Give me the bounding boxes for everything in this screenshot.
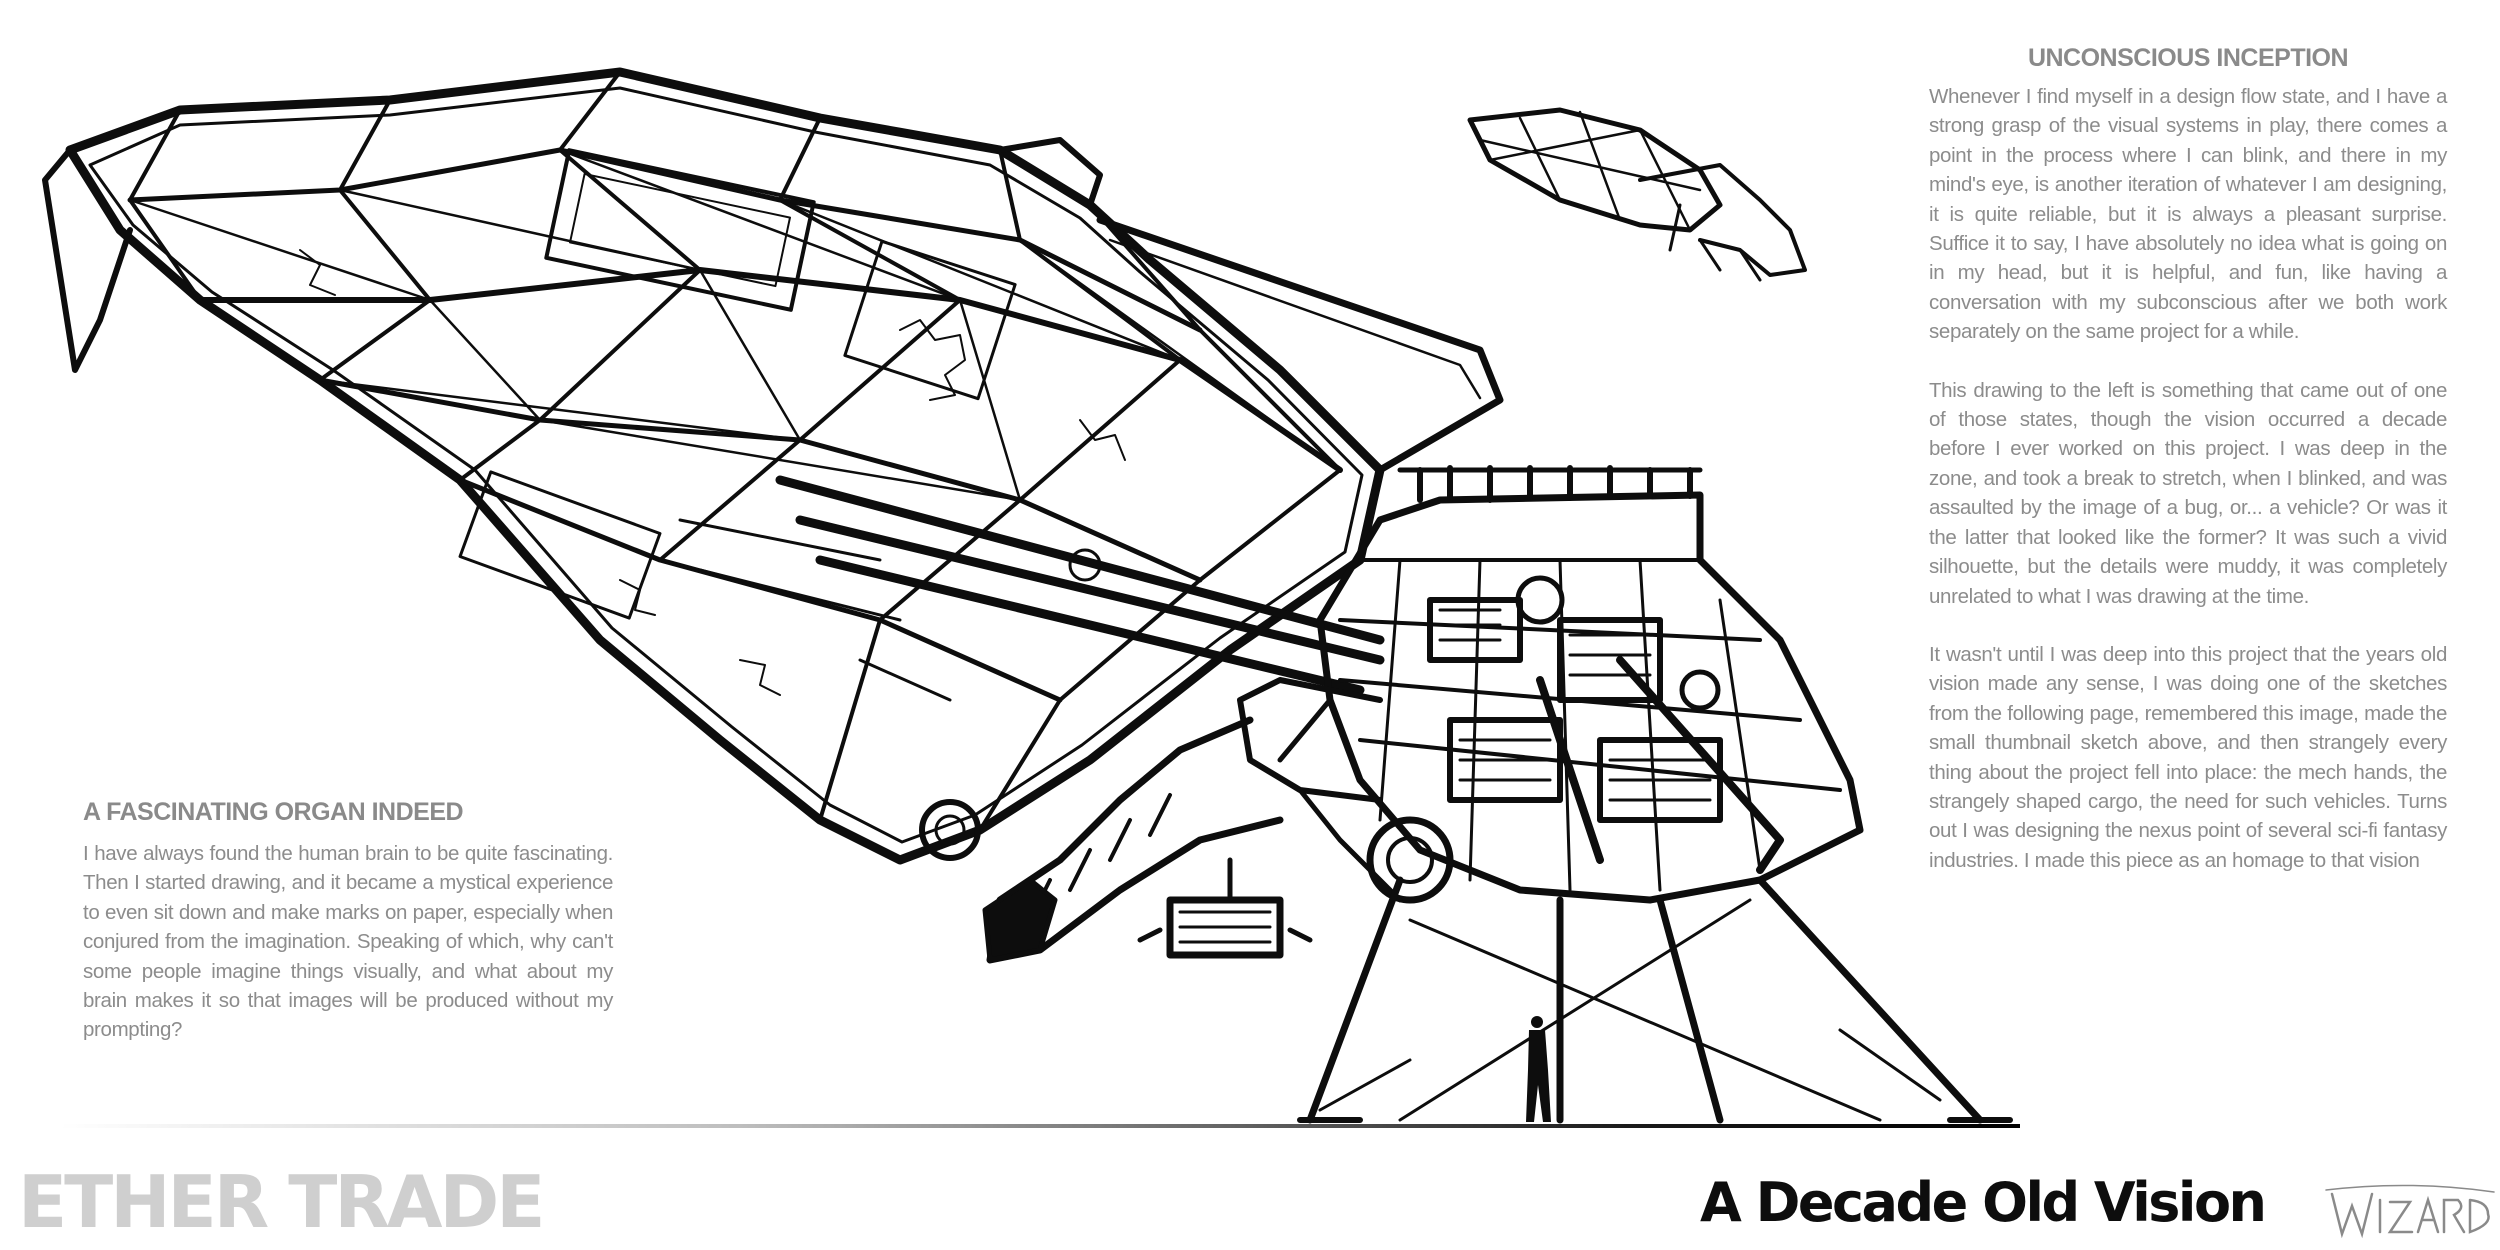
section-heading: A FASCINATING ORGAN INDEED (83, 798, 464, 826)
fascinating-organ-section: A FASCINATING ORGAN INDEED I have always… (83, 798, 613, 1045)
brand-wordmark: ETHER TRADE (18, 1160, 545, 1244)
section-heading: UNCONSCIOUS INCEPTION (2027, 44, 2349, 72)
walker-mech-drawing (982, 465, 2013, 1124)
ground-line (60, 1124, 2020, 1128)
thumbnail-sketch (1467, 107, 1807, 282)
body-paragraph: It wasn't until I was deep into this pro… (1929, 642, 2447, 872)
wizard-signature-logo (2325, 1184, 2495, 1239)
cargo-pod-drawing (42, 67, 1504, 865)
sheet-title: A Decade Old Vision (1700, 1171, 2267, 1234)
unconscious-inception-section: UNCONSCIOUS INCEPTION Whenever I find my… (1929, 44, 2447, 875)
body-paragraph: Whenever I find myself in a design flow … (1929, 85, 2447, 344)
body-paragraph: This drawing to the left is something th… (1929, 378, 2447, 608)
body-paragraph: I have always found the human brain to b… (83, 842, 613, 1042)
human-scale-figure (1526, 1016, 1551, 1122)
